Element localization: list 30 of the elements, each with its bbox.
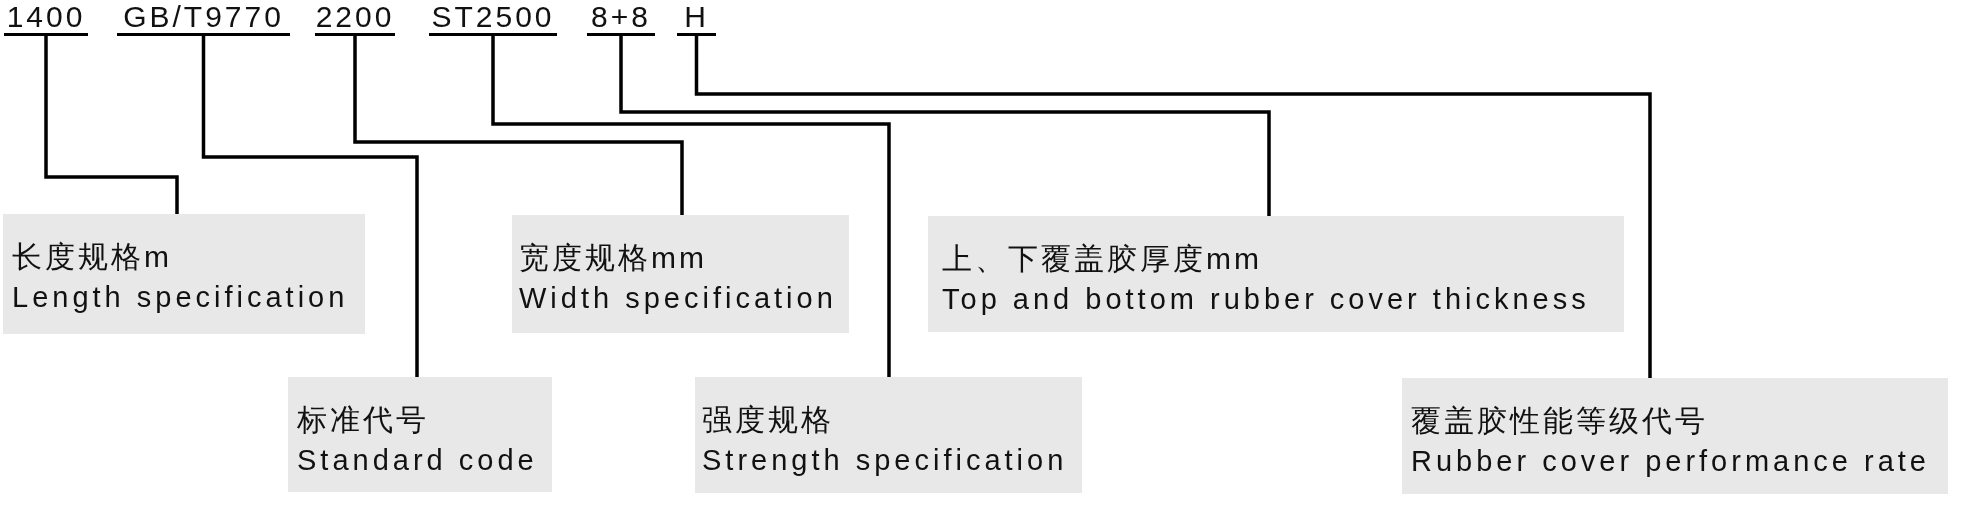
leader-line <box>201 36 419 377</box>
leader-line <box>353 36 684 215</box>
caption-text: Strength specification <box>702 443 1068 478</box>
underlined-code: GB/T9770 <box>117 0 290 36</box>
caption-text: Standard code <box>297 443 538 478</box>
heading-text: 标准代号 <box>297 402 429 438</box>
label-box <box>3 214 365 334</box>
caption-text: Top and bottom rubber cover thickness <box>942 282 1590 317</box>
heading-text: 宽度规格mm <box>519 240 707 276</box>
underlined-code: 2200 <box>315 0 395 36</box>
label-box <box>928 216 1624 332</box>
underlined-code: 1400 <box>4 0 88 36</box>
underlined-code: H <box>677 0 716 36</box>
label-box <box>512 215 849 333</box>
label-box <box>288 377 552 492</box>
caption-text: Length specification <box>12 280 349 315</box>
underlined-code: ST2500 <box>429 0 557 36</box>
leader-line <box>44 36 179 214</box>
leader-line <box>694 36 1652 378</box>
leader-line <box>619 36 1271 216</box>
label-box <box>1402 378 1948 494</box>
underlined-code: 8+8 <box>587 0 655 36</box>
heading-text: 上、下覆盖胶厚度mm <box>942 241 1262 277</box>
caption-text: Width specification <box>519 281 837 316</box>
caption-text: Rubber cover performance rate <box>1411 444 1930 479</box>
leader-line <box>491 36 891 377</box>
heading-text: 长度规格m <box>12 239 172 275</box>
label-box <box>695 377 1082 493</box>
heading-text: 覆盖胶性能等级代号 <box>1411 403 1708 439</box>
heading-text: 强度规格 <box>702 402 834 438</box>
